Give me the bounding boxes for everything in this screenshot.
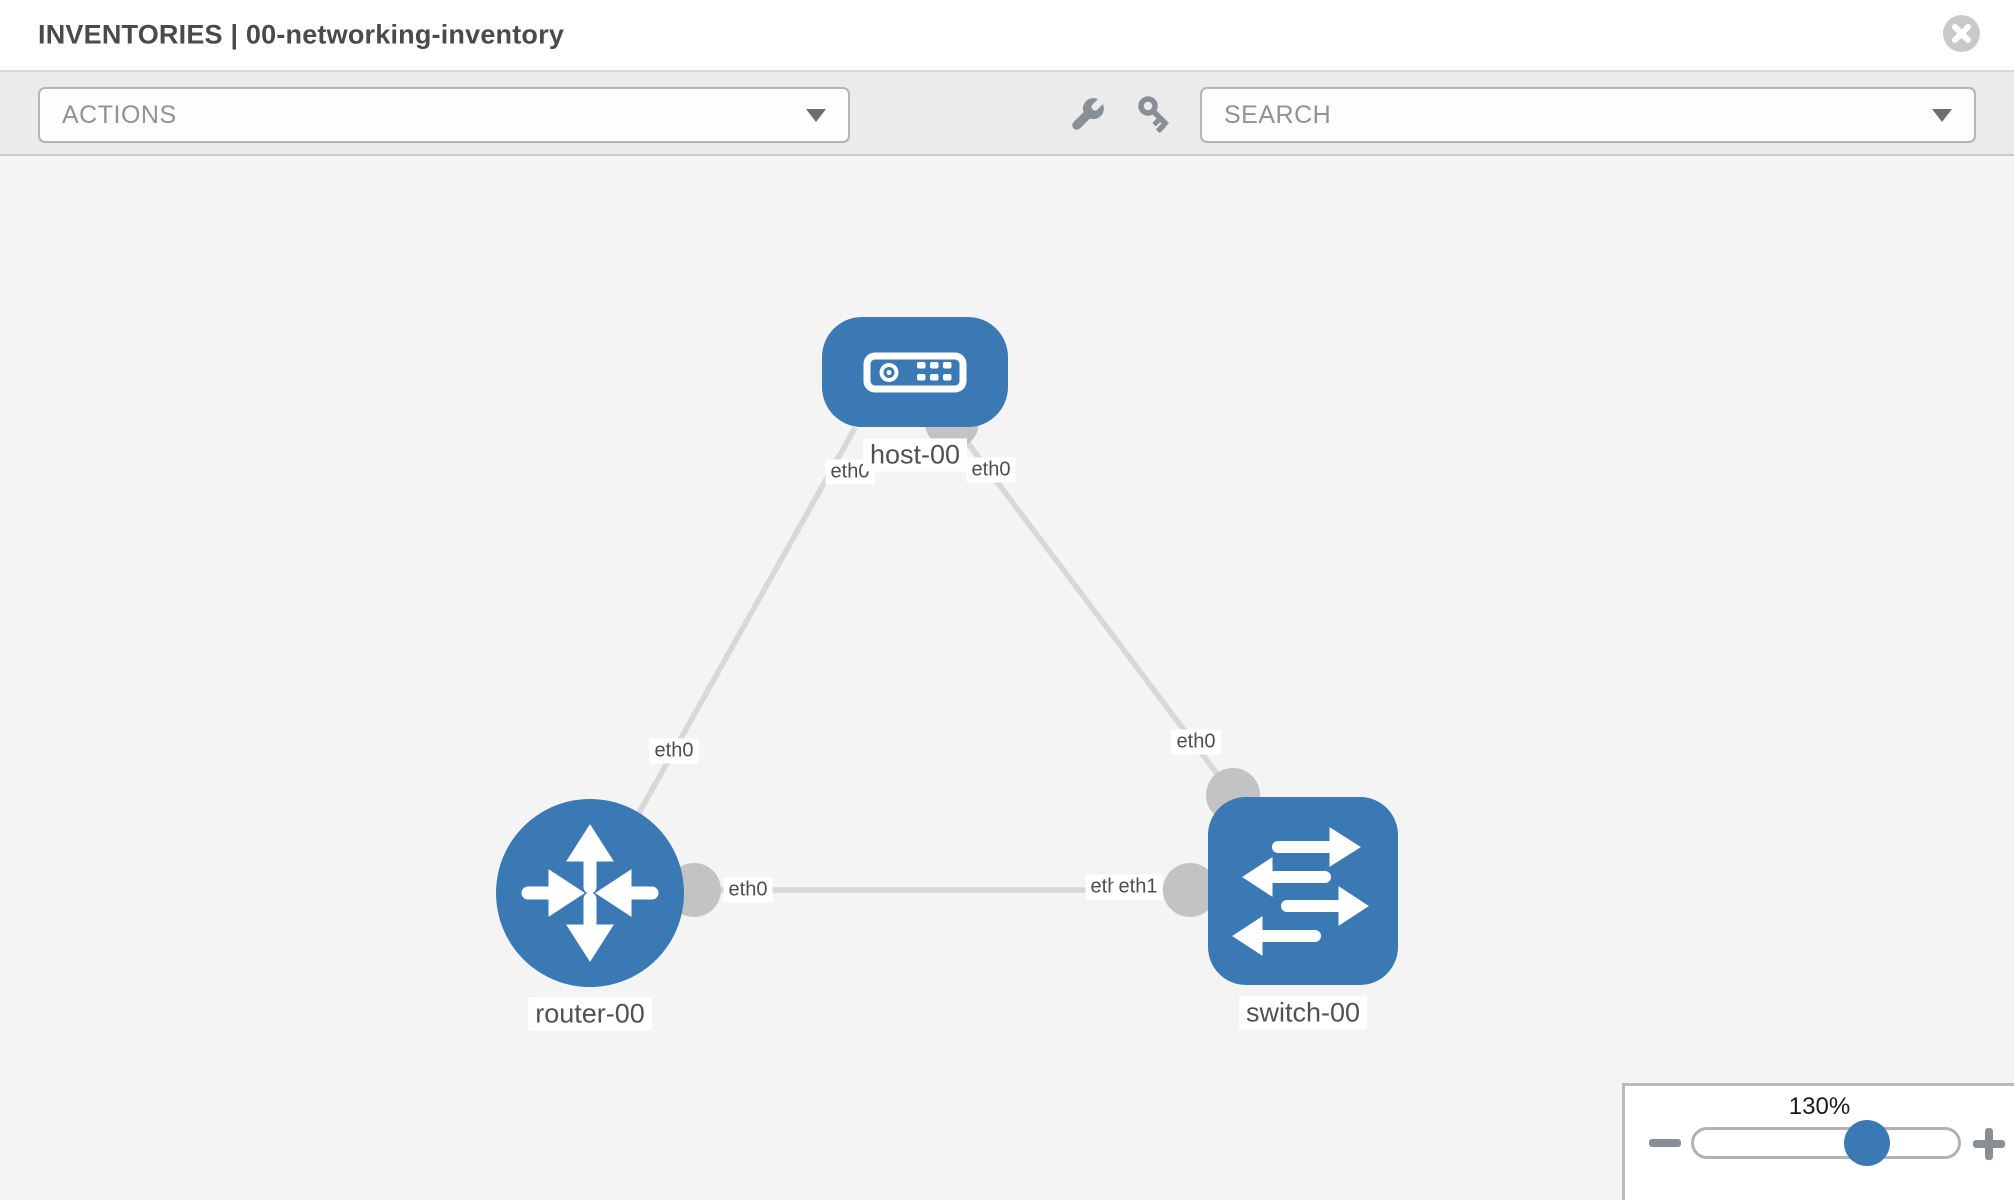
- breadcrumb-header: INVENTORIES | 00-networking-inventory: [0, 0, 2014, 72]
- search-dropdown-label: SEARCH: [1224, 100, 1332, 129]
- interface-label: eth0: [966, 457, 1016, 483]
- actions-dropdown[interactable]: ACTIONS: [38, 87, 850, 143]
- node-label-host: host-00: [862, 438, 968, 472]
- interface-label: eth0: [825, 459, 875, 485]
- zoom-level-value: 130%: [1788, 1093, 1851, 1120]
- minus-icon: [1649, 1139, 1681, 1147]
- configure-button[interactable]: [1065, 93, 1109, 142]
- topology-canvas[interactable]: eth0 eth0 eth0 eth0 eth0 eth0 eth1 host-…: [0, 156, 2014, 1200]
- zoom-slider[interactable]: [1691, 1120, 1961, 1166]
- credentials-button[interactable]: [1133, 93, 1177, 142]
- node-label-router: router-00: [528, 997, 652, 1031]
- host-icon: [863, 352, 967, 393]
- node-label-switch: switch-00: [1238, 996, 1368, 1030]
- interface-label: eth1: [1113, 874, 1163, 900]
- router-icon: [521, 824, 659, 962]
- chevron-down-icon: [1932, 108, 1952, 122]
- node-switch-00[interactable]: [1208, 797, 1398, 985]
- interface-label: eth0: [1171, 729, 1221, 755]
- search-dropdown[interactable]: SEARCH: [1200, 87, 1976, 143]
- chevron-down-icon: [806, 108, 826, 122]
- zoom-out-button[interactable]: [1649, 1128, 1681, 1147]
- interface-label: eth0: [649, 738, 699, 764]
- zoom-panel: 130%: [1622, 1083, 2014, 1200]
- actions-dropdown-label: ACTIONS: [62, 100, 177, 129]
- wrench-icon: [1072, 97, 1105, 130]
- zoom-slider-thumb[interactable]: [1844, 1120, 1890, 1166]
- switch-icon: [1232, 827, 1369, 956]
- page-title: INVENTORIES | 00-networking-inventory: [38, 19, 565, 50]
- zoom-in-button[interactable]: [1973, 1128, 2005, 1160]
- node-router-00[interactable]: [496, 799, 684, 987]
- close-button[interactable]: [1943, 15, 1980, 52]
- toolbar: ACTIONS SEARCH: [0, 72, 2014, 156]
- plus-icon: [1973, 1128, 2005, 1160]
- node-host-00[interactable]: [822, 317, 1008, 427]
- interface-circle-switch-eth1[interactable]: [1163, 863, 1217, 917]
- close-icon: [1952, 24, 1971, 43]
- interface-label: eth0: [723, 877, 773, 903]
- key-icon: [1138, 96, 1170, 133]
